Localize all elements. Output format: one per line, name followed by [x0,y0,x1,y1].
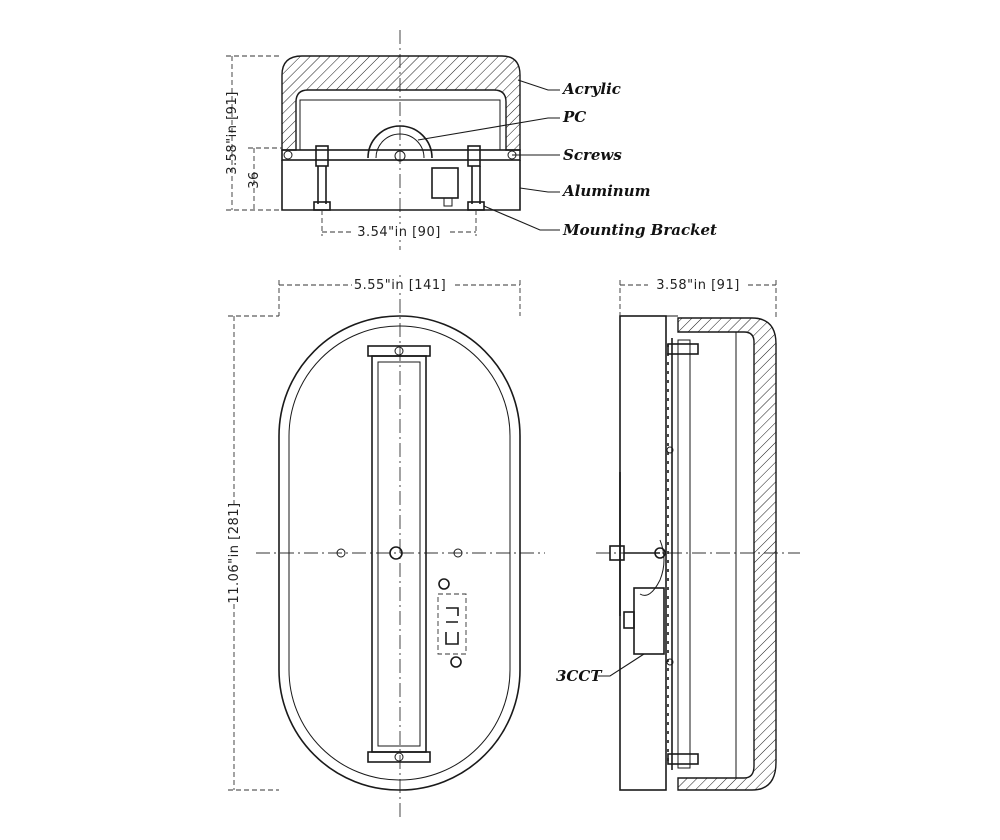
label-acrylic: Acrylic [561,80,621,98]
front-inner-housing [288,325,511,781]
side-center-screw [654,547,666,559]
led-array [377,361,421,747]
screw-edge-left [283,150,293,160]
pc-dome [367,125,433,159]
led-board-screw-bottom [394,752,404,762]
side-section-view: 3.58"in [91] 3CCT [556,277,800,791]
pc-center-screw [394,150,406,162]
side-wire [639,539,665,596]
mount-hole-left [336,548,346,558]
led-board [371,355,427,753]
side-driver-box [633,587,665,655]
side-acrylic-shell [677,317,777,791]
center-mount-screw [389,546,403,560]
top-base-height-dimension: 36 [247,171,262,189]
top-section-view: 3.58"in [91] 36 3.54"in [90] Acrylic PC … [225,30,717,250]
label-mounting-bracket: Mounting Bracket [562,221,717,239]
driver-connector [443,197,453,207]
side-clip-bottom [667,753,699,765]
front-outer-housing [278,315,521,791]
driver-screw-bottom [450,656,462,668]
driver-box [431,167,459,199]
mount-hole-right [453,548,463,558]
acrylic-cover-section [281,55,521,151]
front-height-dimension: 11.06"in [281] [227,502,242,603]
top-height-dimension: 3.58"in [91] [225,91,240,175]
side-depth-dimension: 3.58"in [91] [656,278,740,293]
cct-switch-symbol [445,607,459,645]
driver-screw-top [438,578,450,590]
side-driver-connector [623,611,635,629]
side-clip-top [667,343,699,355]
front-view: 5.55"in [141] 11.06"in [281] [226,275,545,820]
side-pc-diffuser [677,339,691,769]
side-acrylic-inner [678,331,737,779]
driver-outline [437,593,467,655]
acrylic-inner-line [299,99,501,150]
label-3cct: 3CCT [556,667,603,685]
top-bracket-width-dimension: 3.54"in [90] [357,225,441,240]
led-board-screw-top [394,346,404,356]
screw-left [315,145,329,167]
bracket-foot-right [467,201,485,211]
label-screws: Screws [563,146,622,164]
bracket-foot-left [313,201,331,211]
pc-dome-inner [375,133,425,159]
screw-right [467,145,481,167]
front-width-dimension: 5.55"in [141] [354,278,446,293]
label-aluminum: Aluminum [561,182,651,200]
label-pc: PC [562,108,586,126]
aluminum-base [281,160,521,211]
